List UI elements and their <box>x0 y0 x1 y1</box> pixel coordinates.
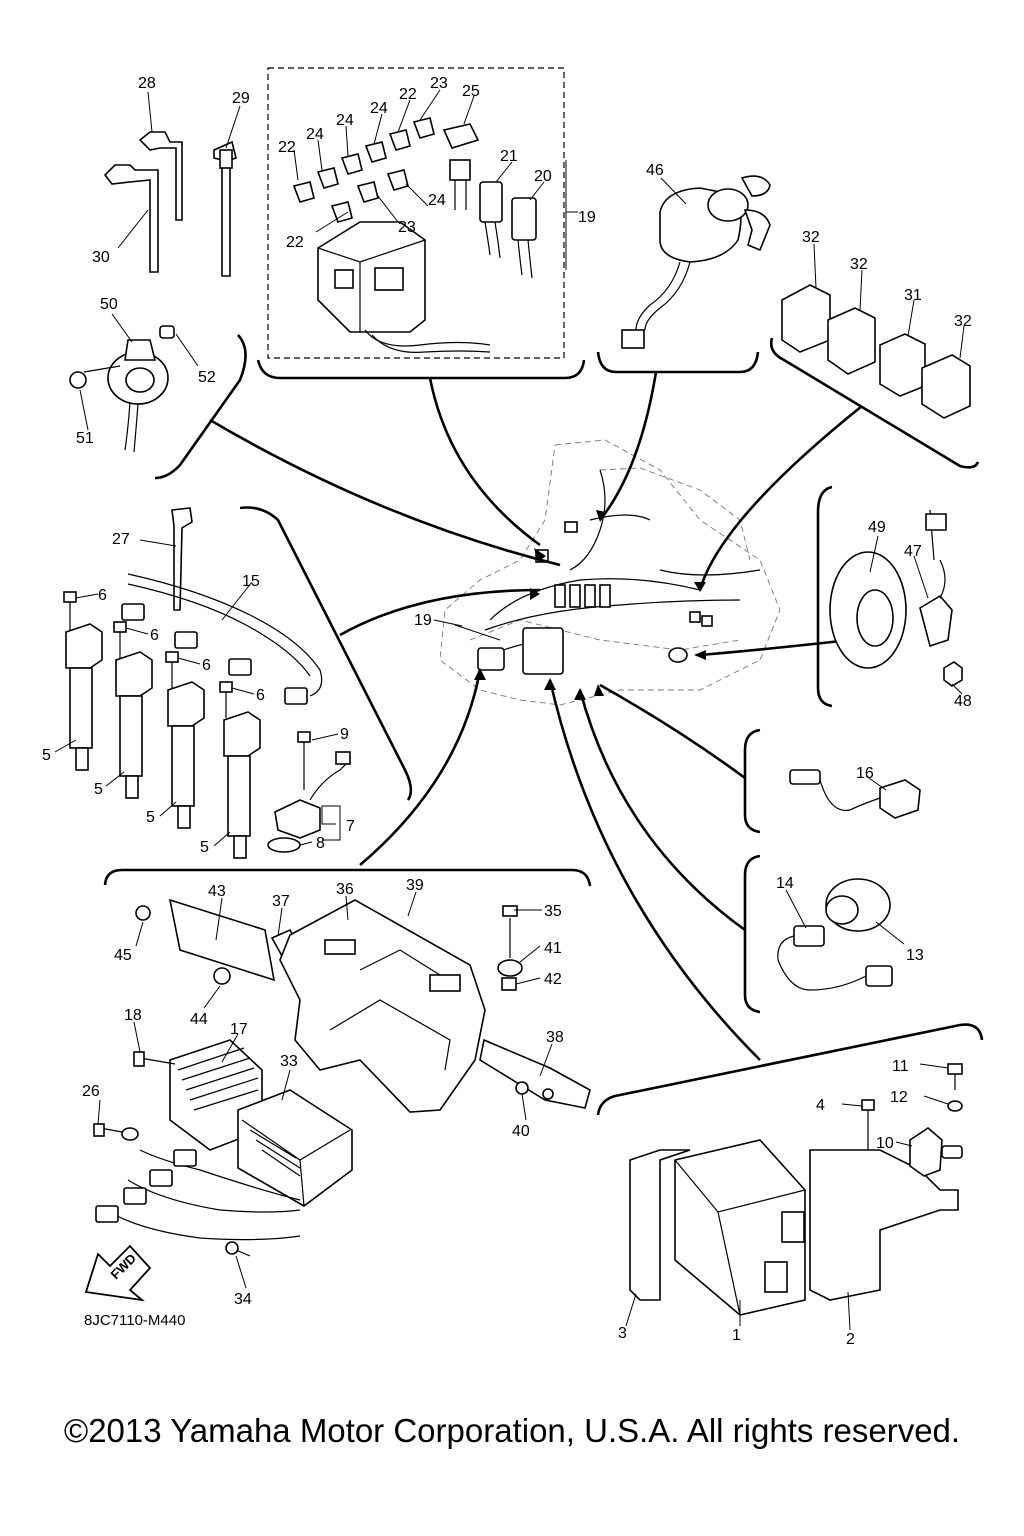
main-switch <box>621 175 771 349</box>
callout-16: 16 <box>856 765 874 782</box>
callout-5c: 5 <box>146 809 155 826</box>
callout-13: 13 <box>906 947 924 964</box>
callout-49: 49 <box>868 519 886 536</box>
fwd-arrow: FWD <box>84 1244 152 1302</box>
callout-6a: 6 <box>98 587 107 604</box>
group-borders <box>103 67 984 1116</box>
callout-21: 21 <box>500 148 518 165</box>
callout-38: 38 <box>546 1029 564 1046</box>
callout-27: 27 <box>112 531 130 548</box>
callout-32a: 32 <box>802 229 820 246</box>
callout-47: 47 <box>904 543 922 560</box>
callout-labels: 28 29 30 50 52 51 22 24 24 24 22 23 25 2… <box>42 75 972 1348</box>
callout-5b: 5 <box>94 781 103 798</box>
callout-51: 51 <box>76 430 94 447</box>
callout-8: 8 <box>316 835 325 852</box>
callout-24b: 24 <box>336 112 354 129</box>
callout-45: 45 <box>114 947 132 964</box>
callout-33: 33 <box>280 1053 298 1070</box>
callout-34: 34 <box>234 1291 252 1308</box>
callout-32c: 32 <box>954 313 972 330</box>
fuse-box <box>292 117 537 353</box>
cam-sensor <box>267 731 351 853</box>
callout-19b: 19 <box>414 612 432 629</box>
ignition-coils <box>63 507 323 859</box>
callout-6c: 6 <box>202 657 211 674</box>
electrical-box-group <box>93 898 591 1257</box>
callout-30: 30 <box>92 249 110 266</box>
callout-32b: 32 <box>850 256 868 273</box>
callout-20: 20 <box>534 168 552 185</box>
callout-41: 41 <box>544 940 562 957</box>
callout-40: 40 <box>512 1123 530 1140</box>
callout-26: 26 <box>82 1083 100 1100</box>
callout-19a: 19 <box>578 209 596 226</box>
callout-31: 31 <box>904 287 922 304</box>
coil-3 <box>167 681 205 829</box>
callout-52: 52 <box>198 369 216 386</box>
callout-6b: 6 <box>150 627 159 644</box>
callout-24a: 24 <box>306 126 324 143</box>
callout-37: 37 <box>272 893 290 910</box>
copyright-notice: ©2013 Yamaha Motor Corporation, U.S.A. A… <box>63 1412 961 1449</box>
callout-5d: 5 <box>200 839 209 856</box>
ecu-33 <box>237 1089 353 1207</box>
callout-7: 7 <box>346 818 355 835</box>
callout-39: 39 <box>406 877 424 894</box>
callout-44: 44 <box>190 1011 208 1028</box>
callout-22c: 22 <box>286 234 304 251</box>
callout-50: 50 <box>100 296 118 313</box>
relays <box>781 284 971 419</box>
callout-25: 25 <box>462 83 480 100</box>
callout-17: 17 <box>230 1021 248 1038</box>
callout-48: 48 <box>954 693 972 710</box>
callout-35: 35 <box>544 903 562 920</box>
callout-42: 42 <box>544 971 562 988</box>
sensor-16 <box>789 769 921 819</box>
callout-24c: 24 <box>370 100 388 117</box>
sensor-50 <box>69 325 175 453</box>
coil-2 <box>115 651 153 799</box>
fuse-group <box>292 117 435 223</box>
callout-12: 12 <box>890 1089 908 1106</box>
callout-4: 4 <box>816 1097 825 1114</box>
connection-leaders <box>209 371 863 1061</box>
callout-15: 15 <box>242 573 260 590</box>
callout-36: 36 <box>336 881 354 898</box>
cable-ties <box>103 131 237 277</box>
callout-9: 9 <box>340 726 349 743</box>
callout-23b: 23 <box>398 219 416 236</box>
harness-overview <box>439 439 781 706</box>
ecu-group <box>629 1063 963 1316</box>
callout-28: 28 <box>138 75 156 92</box>
callout-1: 1 <box>732 1327 741 1344</box>
callout-5a: 5 <box>42 747 51 764</box>
callout-24d: 24 <box>428 192 446 209</box>
coil-1 <box>65 623 103 771</box>
callout-29: 29 <box>232 90 250 107</box>
callout-43: 43 <box>208 883 226 900</box>
diagram-code: 8JC7110-M440 <box>84 1312 185 1329</box>
callout-3: 3 <box>618 1325 627 1342</box>
callout-10: 10 <box>876 1135 894 1152</box>
coil-4 <box>223 711 261 859</box>
callout-leaders <box>54 89 965 1331</box>
callout-22b: 22 <box>399 86 417 103</box>
pickup-rotor <box>829 509 963 687</box>
callout-22a: 22 <box>278 139 296 156</box>
callout-18: 18 <box>124 1007 142 1024</box>
callout-11: 11 <box>892 1058 909 1075</box>
callout-2: 2 <box>846 1331 855 1348</box>
sensor-13 <box>777 878 893 991</box>
callout-14: 14 <box>776 875 794 892</box>
callout-23a: 23 <box>430 75 448 92</box>
callout-46: 46 <box>646 162 664 179</box>
callout-6d: 6 <box>256 687 265 704</box>
